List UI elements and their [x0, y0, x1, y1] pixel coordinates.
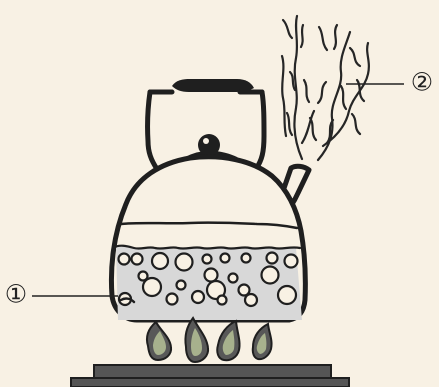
bubble	[218, 296, 227, 305]
bubble	[205, 269, 218, 282]
lid-knob	[198, 134, 220, 156]
steam-marker: ②	[411, 68, 433, 97]
bubble	[242, 254, 251, 263]
bubble	[278, 286, 296, 304]
bubble	[203, 255, 212, 264]
burner-icon	[71, 365, 349, 387]
bubble	[285, 255, 298, 268]
bubble	[176, 254, 193, 271]
bubble	[119, 254, 130, 265]
bubble	[152, 253, 168, 269]
bubble	[229, 274, 238, 283]
bubble	[262, 267, 279, 284]
bubble	[245, 294, 257, 306]
bubble	[132, 254, 143, 265]
bubble	[267, 253, 278, 264]
bubble	[167, 294, 178, 305]
burner-base	[71, 378, 349, 387]
bubble	[192, 291, 204, 303]
water-marker: ①	[5, 280, 27, 309]
bubble	[177, 281, 186, 290]
bubble	[221, 254, 230, 263]
burner-top	[94, 365, 331, 378]
bubble	[143, 278, 161, 296]
